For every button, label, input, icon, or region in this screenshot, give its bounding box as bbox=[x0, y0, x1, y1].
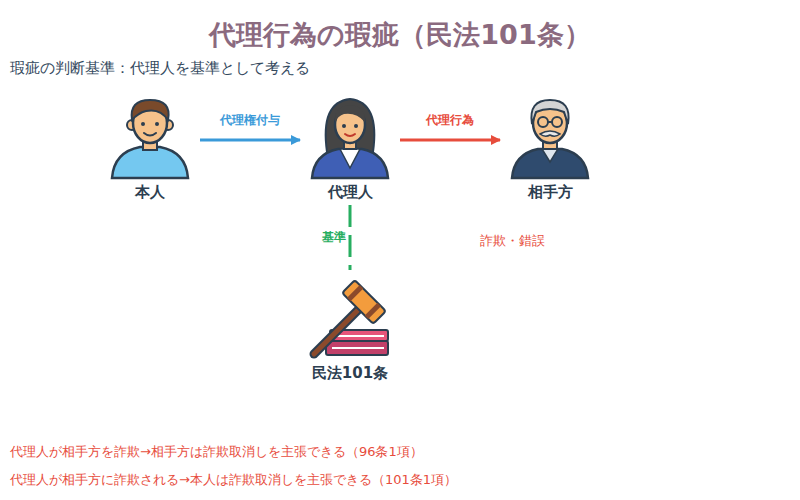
principal-icon bbox=[112, 100, 188, 178]
counterparty-icon bbox=[512, 100, 588, 178]
person-node: 本人 bbox=[100, 98, 200, 205]
rule-note: 代理人が相手方を詐欺→相手方は詐欺取消しを主張できる（96条1項） bbox=[10, 443, 423, 461]
person-node: 相手方 bbox=[500, 98, 600, 205]
edge-label: 代理権付与 bbox=[220, 112, 280, 129]
node-label: 本人 bbox=[100, 183, 200, 202]
subtitle-note: 瑕疵の判断基準：代理人を基準として考える bbox=[10, 59, 310, 78]
connector-line bbox=[200, 139, 300, 142]
gavel-icon bbox=[314, 280, 388, 355]
node-label: 相手方 bbox=[500, 183, 600, 202]
diagram-title: 代理行為の瑕疵（民法101条） bbox=[0, 17, 800, 53]
connector-line bbox=[349, 205, 352, 270]
agent-icon bbox=[312, 99, 388, 178]
edge-label: 代理行為 bbox=[426, 112, 474, 129]
person-node: 代理人 bbox=[300, 98, 400, 205]
node-label: 代理人 bbox=[300, 183, 400, 202]
edge-label: 基準 bbox=[322, 229, 346, 246]
law-node: 民法101条 bbox=[300, 270, 400, 385]
rule-note: 代理人が相手方に詐欺される→本人は詐欺取消しを主張できる（101条1項） bbox=[10, 471, 457, 489]
node-label: 民法101条 bbox=[300, 364, 400, 383]
connector-line bbox=[400, 139, 500, 142]
defect-note: 詐欺・錯誤 bbox=[480, 232, 545, 250]
